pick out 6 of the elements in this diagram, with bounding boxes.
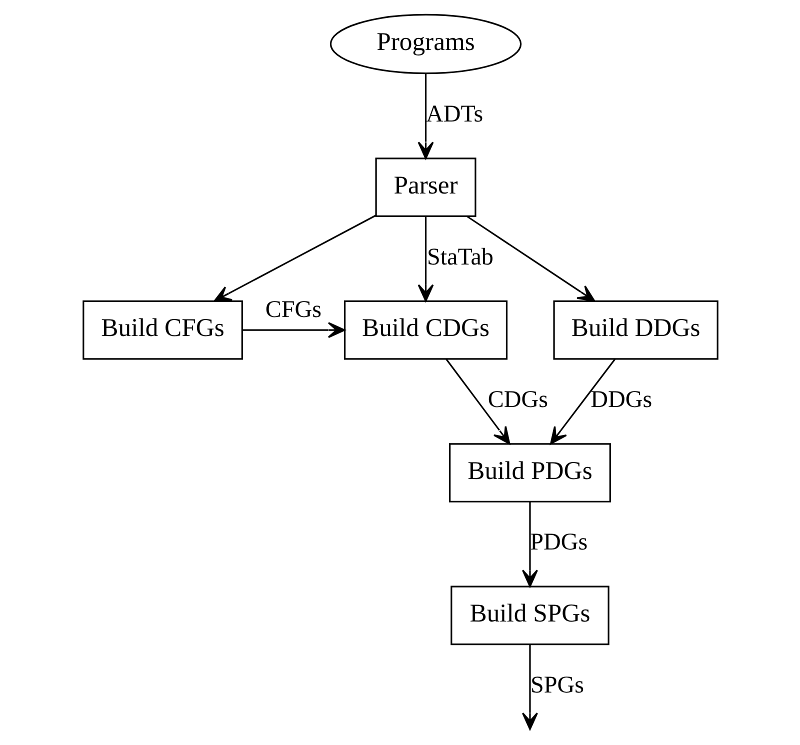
edge-label: CFGs	[264, 297, 322, 324]
edge-label: DDGs	[590, 387, 652, 414]
edge-label: ADTs	[426, 102, 483, 128]
edge-label: SPGs	[530, 672, 584, 698]
edge-label: StaTab	[426, 244, 493, 270]
edge-label: CDGs	[487, 387, 548, 414]
